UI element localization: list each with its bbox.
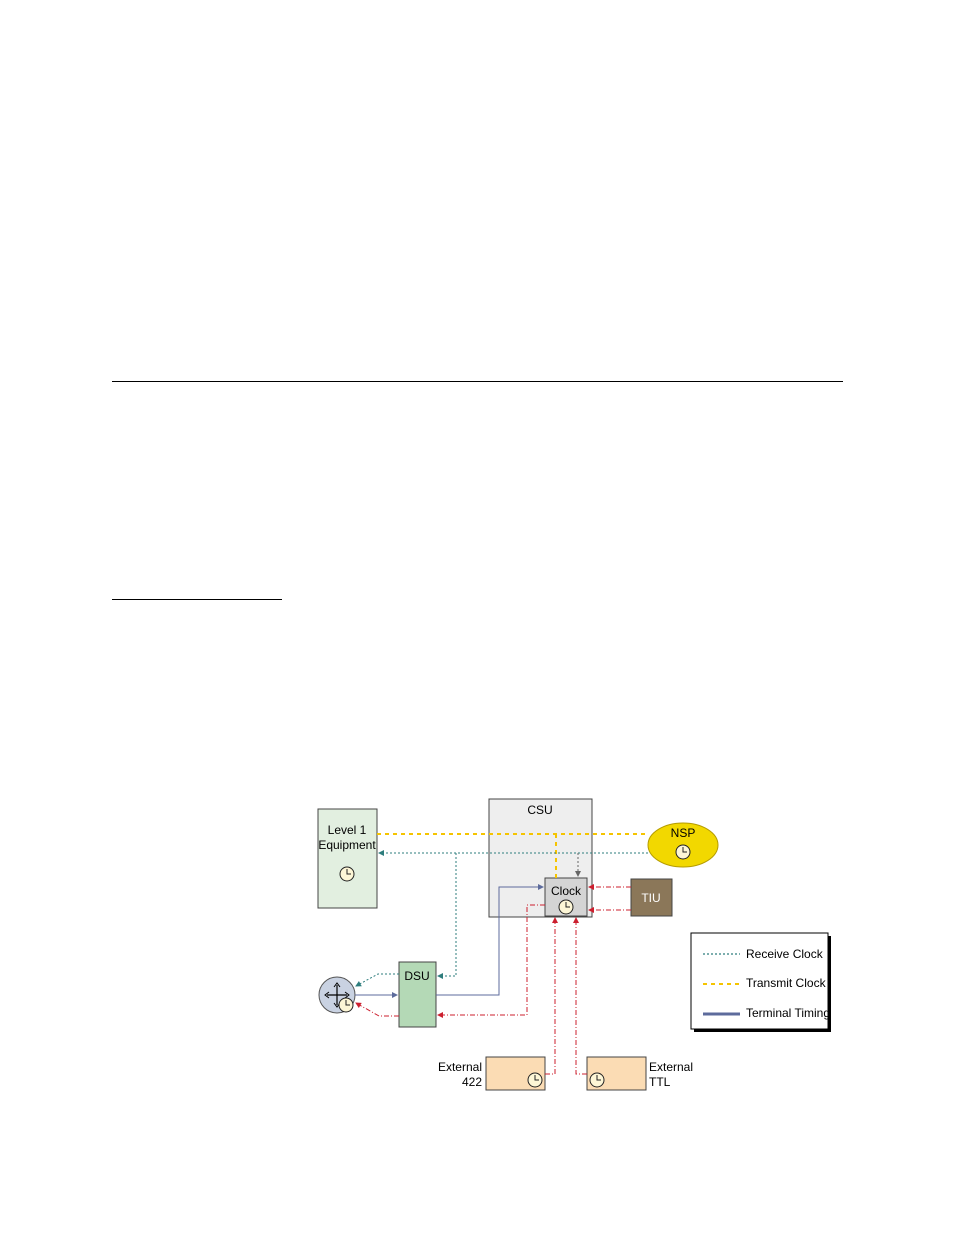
dsu-label: DSU bbox=[404, 969, 429, 983]
clock-icon bbox=[558, 899, 574, 915]
clock-icon bbox=[339, 866, 355, 882]
csu-label: CSU bbox=[527, 803, 552, 817]
external-clock-line bbox=[573, 917, 587, 1075]
receive-clock-line bbox=[355, 973, 399, 987]
clock-icon bbox=[589, 1072, 605, 1088]
legend: Receive Clock Transmit Clock Terminal Ti… bbox=[690, 932, 831, 1032]
tiu-box bbox=[630, 878, 673, 917]
clock-icon bbox=[338, 997, 354, 1013]
level1-label-line2: Equipment bbox=[318, 838, 376, 852]
external-422-label-line2: 422 bbox=[462, 1075, 482, 1089]
nsp-label: NSP bbox=[671, 826, 696, 840]
receive-clock-line bbox=[437, 853, 457, 979]
clock-label: Clock bbox=[551, 884, 582, 898]
external-clock-line bbox=[355, 1002, 399, 1017]
tiu-label: TIU bbox=[641, 891, 660, 905]
clock-icon bbox=[675, 844, 691, 860]
external-ttl-label-line1: External bbox=[649, 1060, 693, 1074]
external-ttl-label-line2: TTL bbox=[649, 1075, 671, 1089]
external-clock-line bbox=[437, 904, 545, 1018]
external-clock-line bbox=[545, 917, 558, 1075]
legend-transmit-label: Transmit Clock bbox=[746, 976, 827, 990]
section-rule bbox=[112, 381, 843, 382]
terminal-timing-line bbox=[436, 884, 544, 996]
legend-receive-label: Receive Clock bbox=[746, 947, 824, 961]
heading-underline bbox=[112, 599, 282, 600]
legend-terminal-label: Terminal Timing bbox=[746, 1006, 830, 1020]
level1-label-line1: Level 1 bbox=[328, 823, 367, 837]
external-422-label-line1: External bbox=[438, 1060, 482, 1074]
clock-icon bbox=[527, 1072, 543, 1088]
level1-equipment-box bbox=[317, 808, 378, 909]
